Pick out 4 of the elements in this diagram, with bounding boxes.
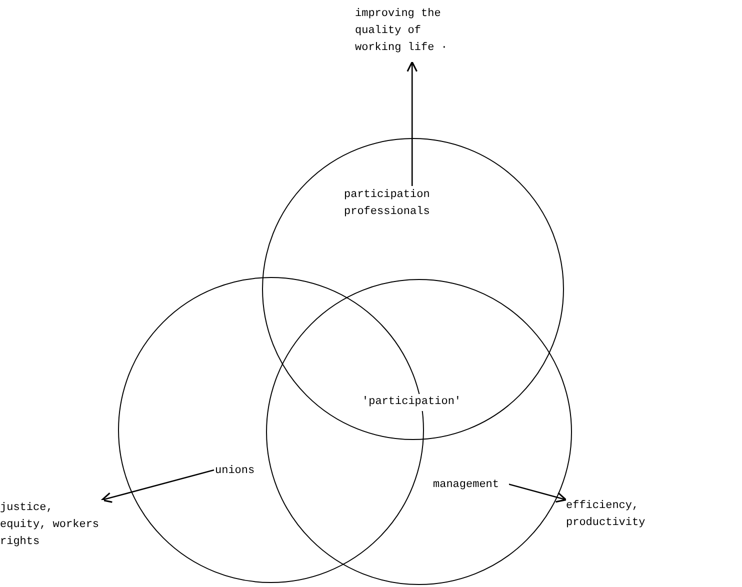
- arrow: [101, 469, 214, 503]
- overlap-label: 'participation': [362, 394, 462, 411]
- arrow: [508, 483, 567, 503]
- arrow: [406, 61, 418, 186]
